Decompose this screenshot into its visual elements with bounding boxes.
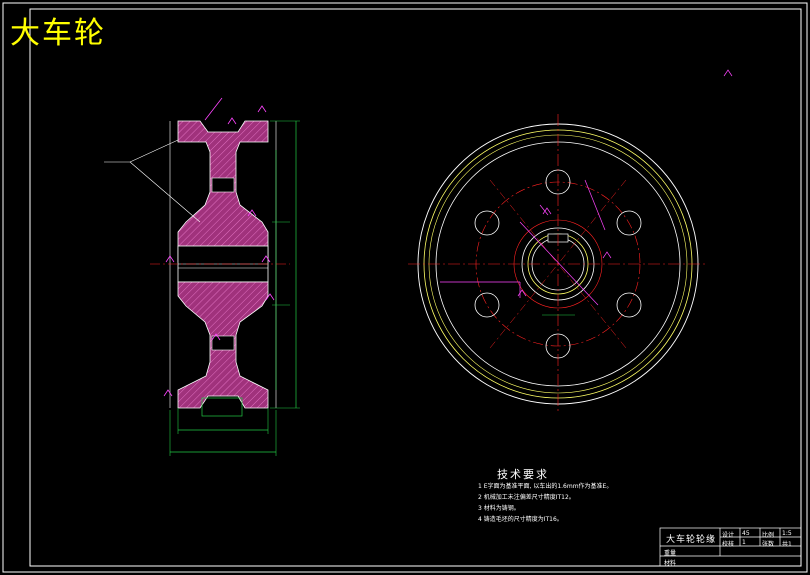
inner-frame bbox=[29, 8, 802, 567]
tech-req-item: 4 铸造毛坯的尺寸精度为IT16。 bbox=[478, 516, 563, 523]
tech-req-heading: 技术要求 bbox=[497, 468, 549, 481]
section-view bbox=[104, 97, 300, 456]
drawing-title: 大车轮 bbox=[10, 16, 106, 51]
title-block-frame bbox=[659, 527, 802, 567]
front-view bbox=[408, 69, 733, 414]
tech-req-item: 2 机械加工未注偏差尺寸精度IT12。 bbox=[478, 494, 575, 501]
title-block-value: 共1 bbox=[782, 541, 792, 548]
title-block-label: 设计 bbox=[722, 532, 735, 539]
title-block-label: 材料 bbox=[664, 560, 677, 567]
lightening-hole bbox=[474, 210, 500, 236]
tech-req-item: 3 材料为铸钢。 bbox=[478, 505, 520, 512]
title-block-value: 45 bbox=[742, 530, 750, 537]
tech-req-item: 1 E字面为基准平面, 以车出的1.6mm作为基准E。 bbox=[478, 483, 613, 490]
title-block-value: 1:5 bbox=[782, 530, 792, 537]
web-hole-upper bbox=[211, 177, 235, 193]
title-block-label: 校核 bbox=[722, 541, 735, 548]
lightening-hole bbox=[616, 292, 642, 318]
title-block-label: 张数 bbox=[762, 541, 775, 548]
title-block-label: 比例 bbox=[762, 532, 775, 539]
title-block-name: 大车轮轮缘 bbox=[666, 535, 717, 545]
lightening-hole bbox=[474, 292, 500, 318]
web-hole-lower bbox=[211, 335, 235, 351]
title-block-value: 1 bbox=[742, 539, 746, 546]
title-block-label: 重量 bbox=[664, 550, 677, 557]
lightening-hole bbox=[616, 210, 642, 236]
